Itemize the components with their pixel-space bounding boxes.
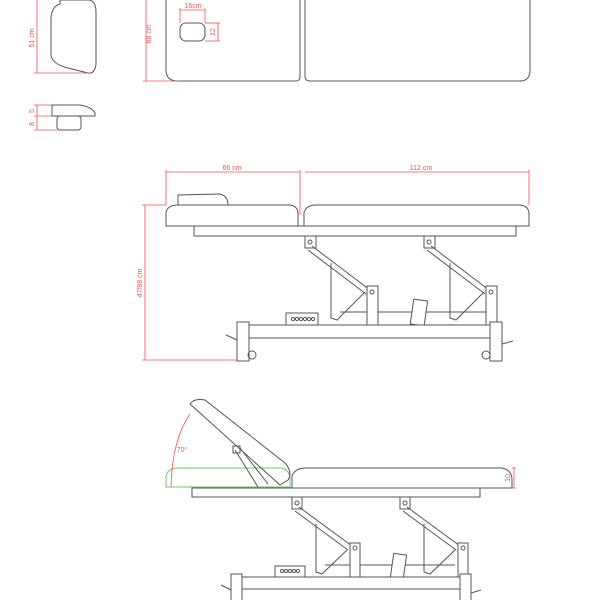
headrest-length-label: 51 cm (29, 28, 36, 47)
control-box (274, 565, 306, 578)
headrest-side-view: 5 8 (29, 104, 96, 131)
pad-thickness-label: 5 (29, 109, 36, 113)
body-section-length-label: 112 cm (410, 165, 433, 172)
table-width-label: 68 cm (146, 24, 153, 43)
wheel-icon (247, 350, 257, 360)
table-side-view-flat: 66 cm 112 cm 47/88 cm (137, 165, 530, 362)
table-side-view-tilted: 70° 10 (165, 399, 516, 600)
height-range-label: 47/88 cm (137, 268, 144, 297)
face-hole-height-label: 12 (210, 28, 217, 36)
head-section-length-label: 66 cm (222, 165, 241, 172)
face-hole-width-label: 16cm (184, 3, 201, 10)
backrest-angle-label: 70° (177, 446, 188, 454)
wheel-icon (481, 350, 491, 360)
headrest-top-view: 51 cm (29, 0, 97, 74)
control-box (285, 312, 319, 326)
insert-height-label: 8 (29, 122, 36, 126)
pad-thickness-label: 10 (505, 474, 512, 482)
table-top-view: 68 cm 16cm 12 (143, 0, 531, 82)
